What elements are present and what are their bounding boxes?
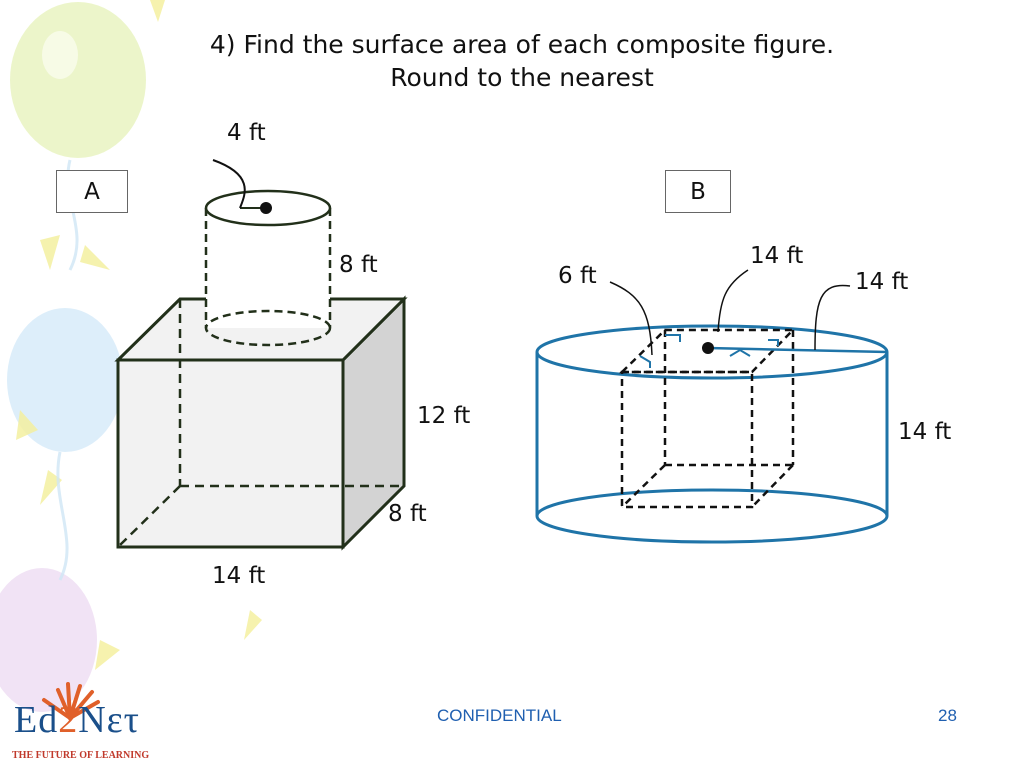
logo-text-2: 2 bbox=[58, 699, 79, 741]
label-cylinder-radius: 14 ft bbox=[855, 269, 909, 295]
label-cube-top: 14 ft bbox=[750, 243, 804, 269]
figure-b-leader-lines bbox=[609, 269, 851, 356]
balloon-blue bbox=[7, 308, 123, 452]
label-prism-width: 14 ft bbox=[212, 563, 266, 589]
cube-b-marks bbox=[639, 334, 779, 368]
cylinder-a-center-dot bbox=[260, 202, 272, 214]
balloon-green bbox=[10, 2, 146, 158]
label-cube-edge: 6 ft bbox=[558, 263, 597, 289]
cylinder-a-outline bbox=[204, 208, 332, 347]
prism-front-face bbox=[116, 358, 345, 549]
logo-text-ed: Ed bbox=[14, 699, 59, 741]
cylinder-b-center-dot bbox=[702, 342, 714, 354]
balloon-purple bbox=[0, 568, 97, 712]
label-cylinder-b-height: 14 ft bbox=[898, 419, 952, 445]
label-cylinder-diameter: 4 ft bbox=[227, 120, 266, 146]
label-prism-depth: 8 ft bbox=[388, 501, 427, 527]
label-prism-height: 12 ft bbox=[417, 403, 471, 429]
cylinder-b-outline bbox=[535, 324, 889, 544]
leader-line-4ft bbox=[212, 159, 246, 209]
label-cylinder-height: 8 ft bbox=[339, 252, 378, 278]
cylinder-body-fill bbox=[206, 208, 330, 328]
figure-a-label: A bbox=[56, 170, 128, 213]
balloon-green-highlight bbox=[42, 31, 78, 79]
cylinder-b-radius-line bbox=[707, 346, 888, 354]
logo: Ed2Nετ bbox=[14, 698, 140, 742]
slide-title-line2: Round to the nearest bbox=[390, 63, 654, 92]
logo-tagline: THE FUTURE OF LEARNING bbox=[12, 750, 150, 761]
prism-hidden-edges bbox=[117, 299, 404, 548]
cube-b-edges bbox=[618, 328, 796, 509]
footer-confidential: CONFIDENTIAL bbox=[437, 706, 562, 725]
figure-b-label: B bbox=[665, 170, 731, 213]
page-number: 28 bbox=[938, 706, 957, 725]
logo-text-net: Nετ bbox=[78, 699, 140, 741]
slide-title-line1: 4) Find the surface area of each composi… bbox=[209, 30, 835, 59]
